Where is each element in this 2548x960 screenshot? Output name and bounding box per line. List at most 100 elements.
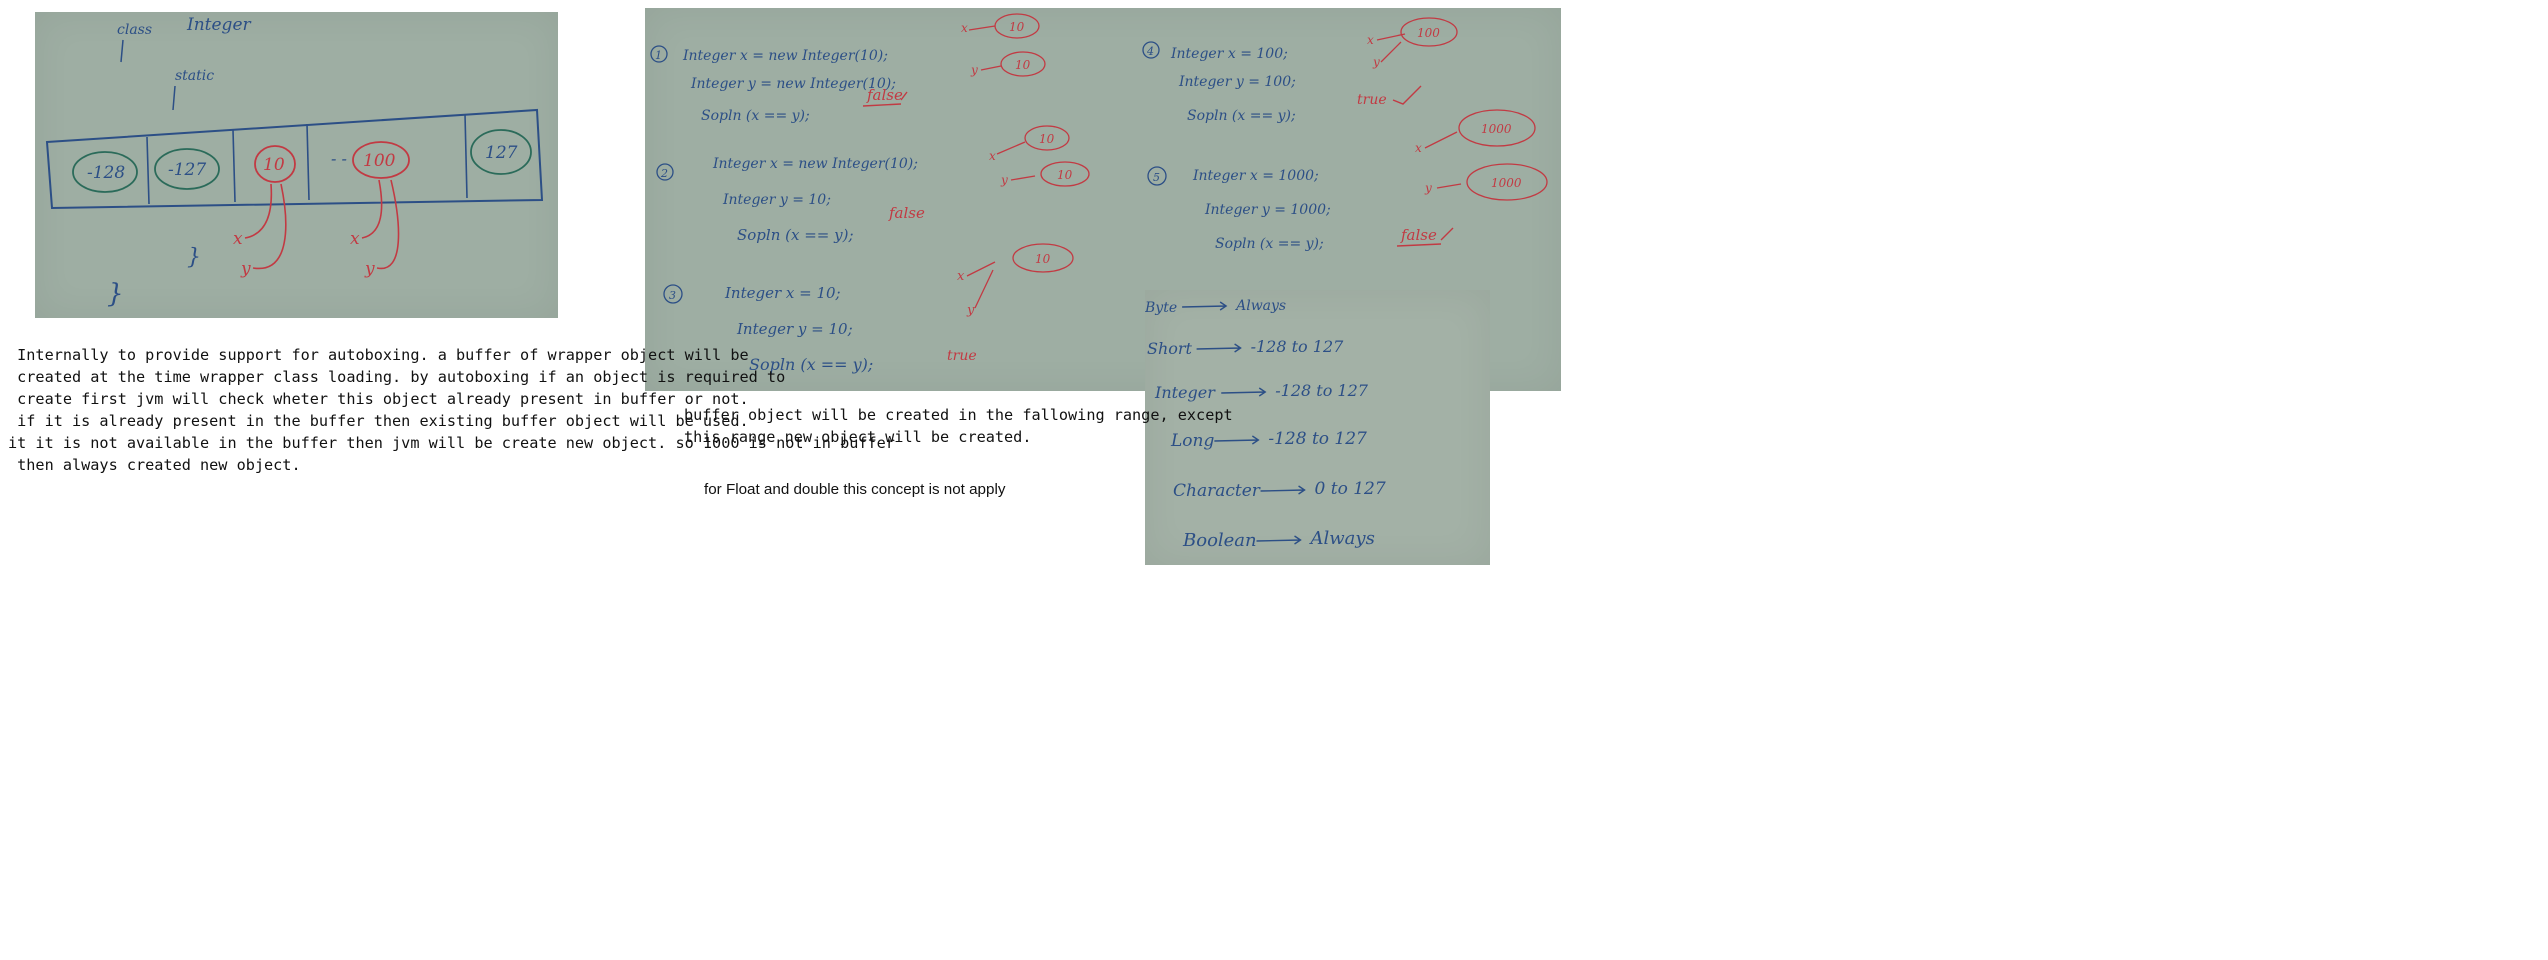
note-line: buffer object will be created in the fal… [684,406,1233,424]
brace-close: } [107,279,124,309]
var-x: x [961,21,968,35]
var-x: x [957,269,965,284]
static-label: static [175,68,214,84]
example-number: 1 [655,49,662,62]
ref-arrow [966,261,996,309]
range-arrow [1214,435,1260,445]
code-line: Integer x = 10; [724,284,841,302]
object-value: 10 [1009,20,1025,34]
arrow-y-100 [376,179,400,270]
var-y: y [1000,173,1008,187]
result-text: true [1357,92,1387,108]
ref-arrow [1424,131,1458,149]
examples-board: 1 Integer x = new Integer(10); Integer y… [650,13,1548,374]
range-value: 0 to 127 [1315,479,1386,499]
note-line: Internally to provide support for autobo… [8,346,749,364]
example-number-circle [650,45,668,63]
var-x: x [1415,141,1422,155]
object-value: 1000 [1481,122,1512,136]
object-value: 10 [1035,252,1051,266]
range-value: -128 to 127 [1251,337,1345,356]
board-integer-buffer: class Integer static -128 -127 10 - - 10… [35,12,558,318]
var-x: x [989,149,996,163]
divider-4 [464,113,468,199]
ref-arrow [996,141,1026,155]
example-number: 4 [1146,45,1154,58]
object-circle [1040,161,1090,187]
var-y: y [1372,55,1380,69]
example-number-circle [663,284,683,304]
note-buffer-range: buffer object will be created in the fal… [684,404,1233,448]
object-circle [994,13,1040,39]
cell-circle-2 [154,148,220,190]
cell-value: 10 [263,155,285,175]
result-text: false [1400,226,1437,244]
code-line: Integer y = 10; [736,320,853,338]
code-line: Integer x = 100; [1170,46,1288,62]
note-line: it it is not available in the buffer the… [8,434,895,452]
cell-circle-4 [352,141,410,179]
var-y: y [240,259,251,279]
ref-arrow [1436,183,1462,189]
ref-arrow [980,65,1002,71]
range-type: Boolean [1182,530,1257,551]
range-value: Always [1309,528,1375,549]
note-line: created at the time wrapper class loadin… [8,368,786,386]
cell-circle-5 [470,129,532,175]
result-text: true [947,348,977,364]
range-value: -128 to 127 [1268,429,1367,449]
brace-close: } [187,245,201,270]
code-line: Integer y = 1000; [1204,202,1331,218]
code-line: Integer y = new Integer(10); [690,76,896,92]
class-label: class [117,22,152,38]
var-y: y [970,63,978,77]
static-arrow [172,85,176,111]
note-float-double: for Float and double this concept is not… [704,481,1006,498]
class-name: Integer [186,15,251,35]
object-circle [1000,51,1046,77]
buffer-diagram: class Integer static -128 -127 10 - - 10… [45,15,544,309]
object-circle [1458,109,1536,147]
range-type: Short [1147,339,1193,358]
class-arrow [120,39,124,63]
object-circle [1466,163,1548,201]
result-text: false [866,86,903,104]
range-value: -128 to 127 [1275,381,1369,400]
object-value: 1000 [1491,176,1522,190]
var-x: x [233,229,243,249]
example-number-circle [1142,41,1160,59]
note-line: create first jvm will check wheter this … [8,390,749,408]
code-line: Sopln (x == y); [1187,108,1296,124]
example-number: 3 [669,289,676,302]
cell-dots: - - [331,149,347,168]
range-arrow [1182,301,1228,311]
result-text: false [888,204,925,222]
code-line: Integer y = 100; [1178,74,1296,90]
var-y: y [364,259,375,279]
check-mark [1396,227,1454,247]
object-circle [1012,243,1074,273]
example-number-circle [1147,166,1167,186]
arrow-x-100 [361,179,383,239]
object-value: 10 [1015,58,1031,72]
cell-value: 127 [485,143,518,163]
var-y: y [1424,181,1432,195]
range-type: Character [1173,481,1261,501]
arrow-y-10 [252,183,287,270]
ref-arrow [968,25,996,31]
cell-circle-1 [72,151,138,193]
range-type: Byte [1145,300,1177,316]
object-value: 10 [1039,132,1055,146]
code-line: Sopln (x == y); [737,226,854,244]
var-x: x [1367,33,1374,47]
arrow-x-10 [244,183,273,239]
cell-value: -128 [87,163,125,183]
var-y: y [966,303,975,318]
code-line: Integer y = 10; [722,192,831,208]
code-line: Sopln (x == y); [749,355,873,374]
range-type: Integer [1154,383,1216,402]
var-x: x [350,229,360,249]
divider-3 [306,123,310,201]
object-circle [1024,125,1070,151]
